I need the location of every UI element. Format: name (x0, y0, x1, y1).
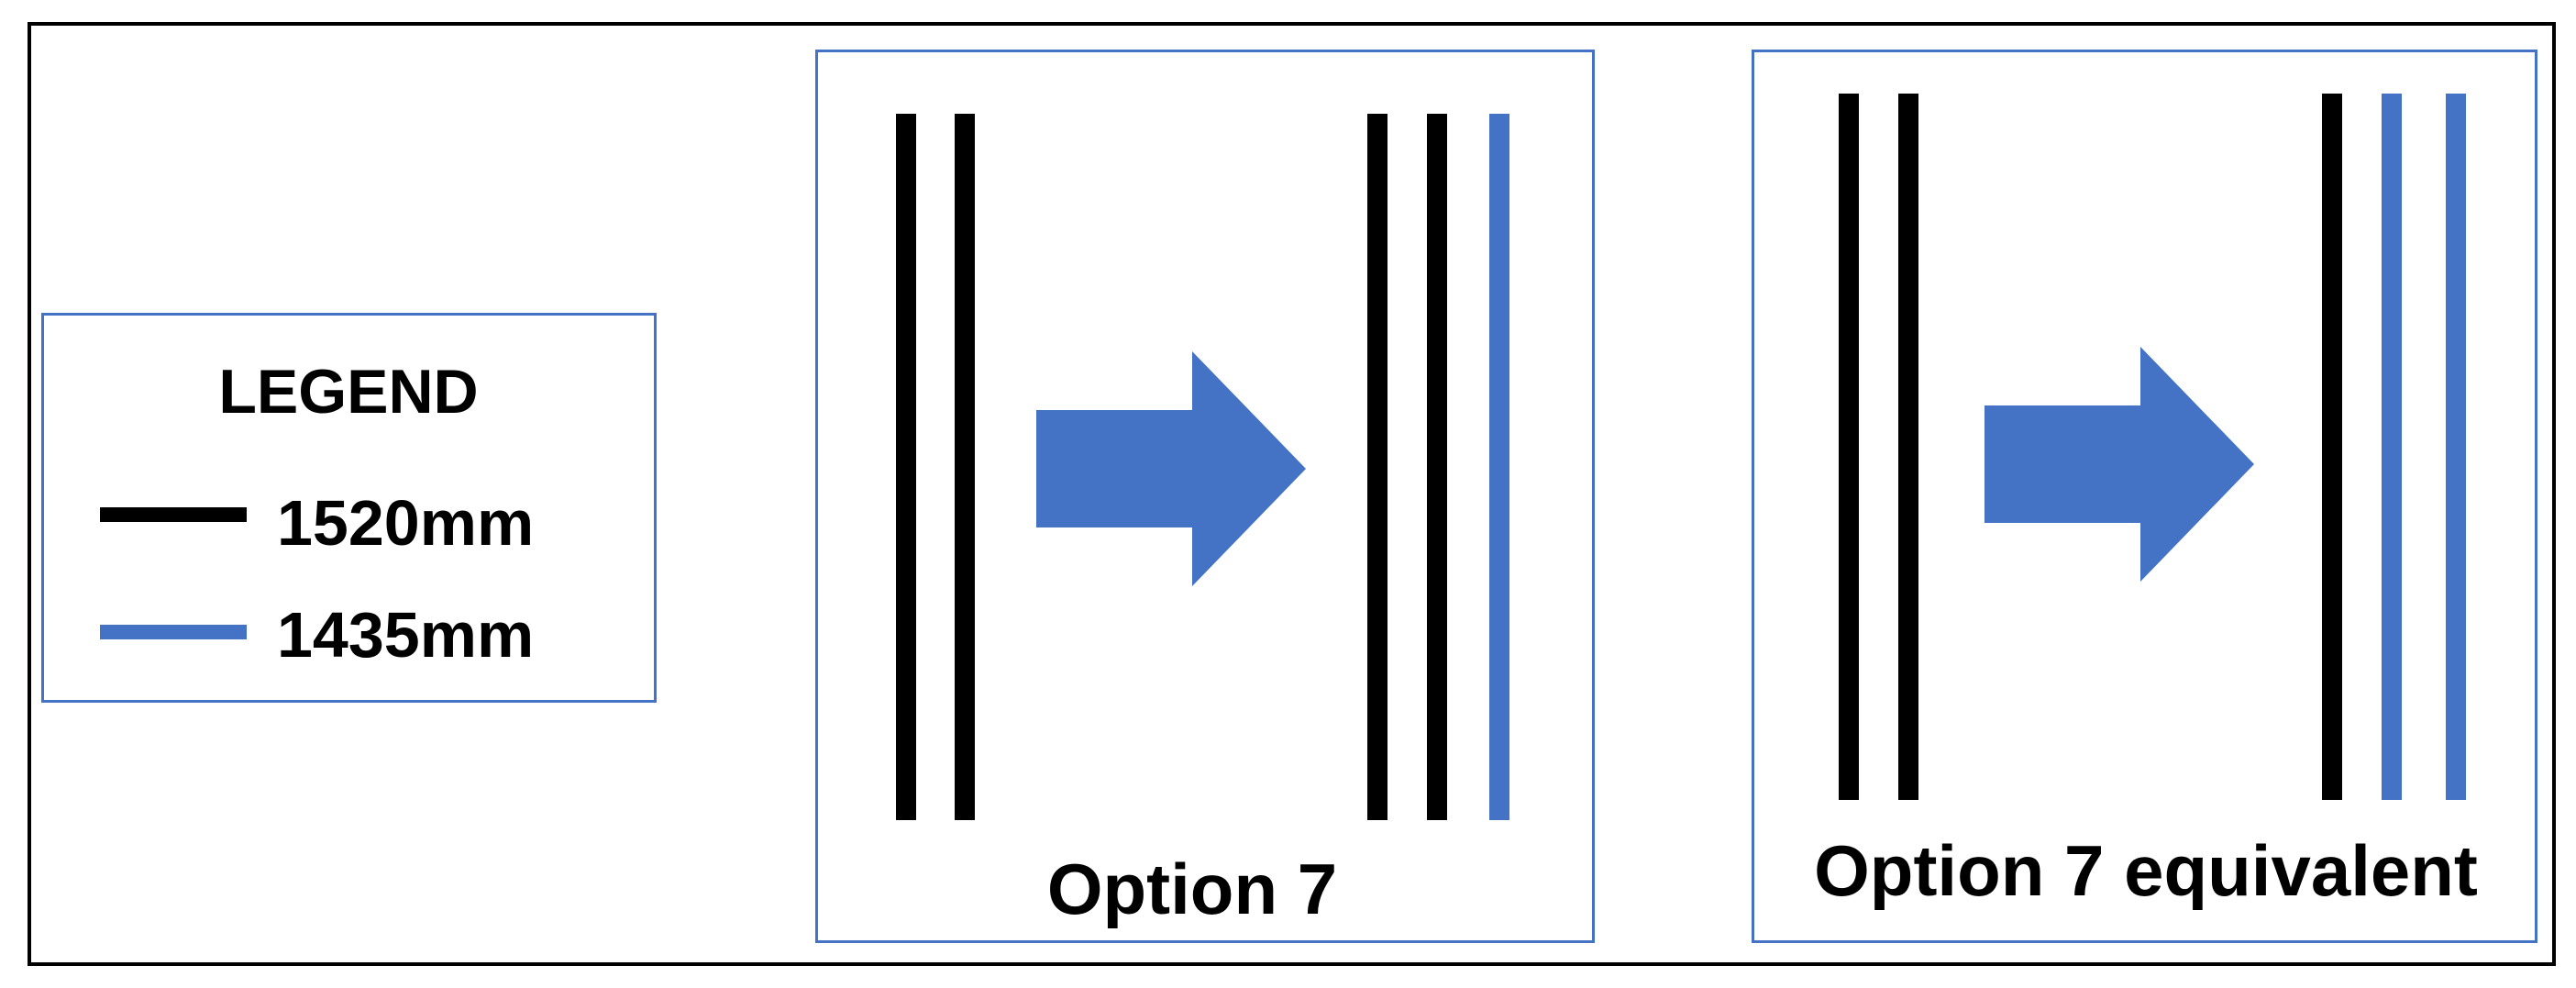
option-7-caption: Option 7 (1046, 849, 1338, 929)
right-arrow-icon (1036, 351, 1306, 586)
legend-label-1520: 1520mm (277, 487, 535, 559)
after-rail-1520 (1427, 114, 1447, 820)
after-rail-1520 (2322, 94, 2342, 800)
after-rail-1520 (1367, 114, 1388, 820)
before-rail-1520 (955, 114, 975, 820)
legend-label-1435: 1435mm (277, 599, 535, 671)
after-rail-1435 (1489, 114, 1509, 820)
before-rail-1520 (896, 114, 916, 820)
after-rail-1435 (2382, 94, 2402, 800)
legend-swatch-1520 (100, 507, 247, 522)
right-arrow-icon (1985, 347, 2254, 582)
before-rail-1520 (1839, 94, 1859, 800)
after-rail-1435 (2446, 94, 2466, 800)
legend-title: LEGEND (218, 357, 479, 427)
before-rail-1520 (1898, 94, 1918, 800)
option-7-equivalent-caption: Option 7 equivalent (1814, 830, 2478, 911)
legend-swatch-1435 (100, 625, 247, 639)
